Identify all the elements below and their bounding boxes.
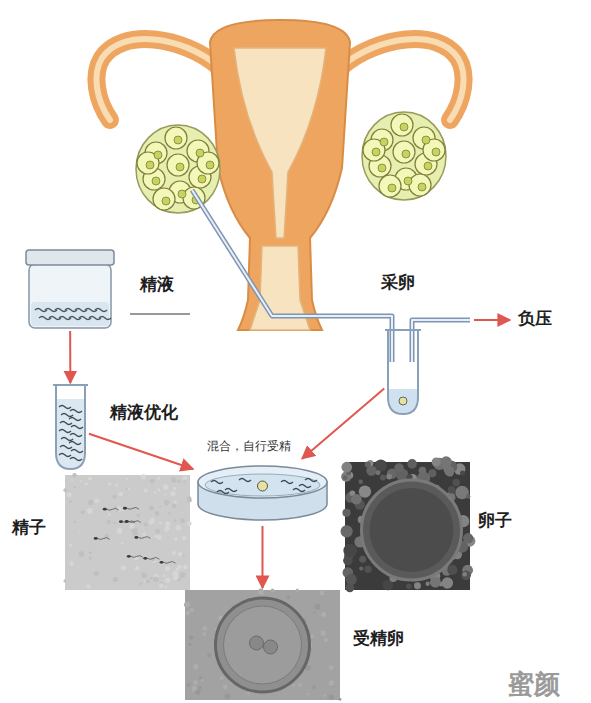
flow-arrow xyxy=(302,389,384,459)
sperm-mark xyxy=(305,479,317,482)
sperm-mark xyxy=(60,422,72,425)
node-label: 采卵 xyxy=(381,272,415,293)
sperm-mark xyxy=(281,481,293,484)
semen-jar: 精液 xyxy=(25,250,115,330)
sperm-mark xyxy=(70,458,82,461)
flow-arrow xyxy=(262,526,264,588)
semen-jar-shape xyxy=(25,250,115,330)
collection-tube: 采卵 xyxy=(385,330,421,415)
sperm-mark xyxy=(69,418,81,421)
node-label: 受精卵 xyxy=(353,628,404,649)
flow-arrow xyxy=(89,434,193,469)
aspiration-needle xyxy=(192,190,470,362)
node-label: 混合，自行受精 xyxy=(207,439,291,454)
sperm-mark xyxy=(225,489,237,492)
sperm-tube-shape xyxy=(53,385,88,470)
egg-photo-shape xyxy=(345,462,470,590)
petri-dish-shape xyxy=(195,460,330,525)
sperm-mark xyxy=(211,481,223,484)
sperm-mark xyxy=(70,434,82,437)
sperm-mark xyxy=(217,491,229,494)
label-underline xyxy=(130,314,190,315)
zygote-photo-shape xyxy=(185,590,340,700)
sperm-mark xyxy=(99,317,111,320)
follicle-cluster xyxy=(362,112,446,200)
sperm-mark xyxy=(60,446,72,449)
sperm-photo-shape xyxy=(65,475,190,590)
node-label: 精子 xyxy=(12,517,46,538)
zygote-photo: 受精卵 xyxy=(185,590,340,700)
sperm-mark xyxy=(61,414,73,417)
node-label: 精液优化 xyxy=(110,402,178,423)
sperm-tube: 精液优化 xyxy=(53,385,88,470)
sperm-mark xyxy=(59,430,71,433)
petri-dish: 混合，自行受精 xyxy=(195,460,330,525)
suction-arrow xyxy=(474,319,510,321)
sperm-mark xyxy=(59,406,71,409)
sperm-mark xyxy=(69,442,81,445)
node-label: 卵子 xyxy=(478,510,512,531)
sperm-mark xyxy=(71,450,83,453)
node-label: 精液 xyxy=(140,274,174,295)
sperm-mark xyxy=(239,479,251,482)
sperm-mark xyxy=(293,489,305,492)
follicle-cluster xyxy=(136,125,220,213)
sperm-mark xyxy=(95,309,107,312)
watermark: 蜜颜 xyxy=(508,668,560,701)
collection-tube-shape xyxy=(385,330,421,415)
ovary xyxy=(136,112,446,213)
uterus-body xyxy=(210,20,350,330)
sperm-mark xyxy=(71,426,83,429)
sperm-mark xyxy=(61,438,73,441)
egg-photo: 卵子 xyxy=(345,462,470,590)
sperm-mark xyxy=(70,410,82,413)
suction-label: 负压 xyxy=(518,308,552,329)
sperm-mark xyxy=(59,454,71,457)
flow-arrow xyxy=(69,331,71,383)
sperm-mark xyxy=(299,485,311,488)
sperm-photo: 精子 xyxy=(65,475,190,590)
